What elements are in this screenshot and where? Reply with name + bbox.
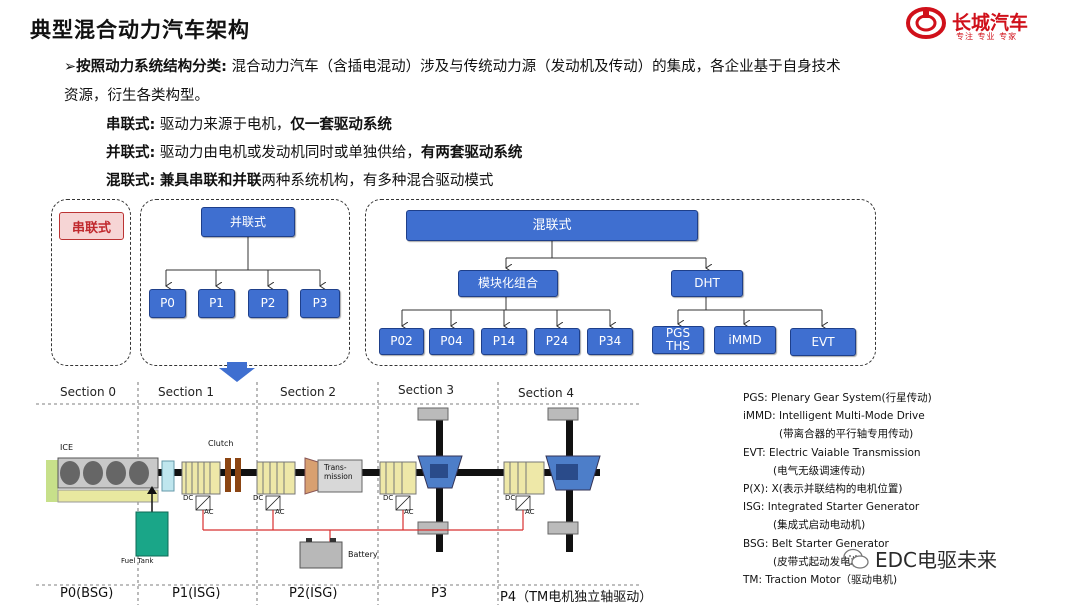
bullet-icon: ➢ <box>64 59 77 75</box>
type-name: 混联式: <box>106 173 156 189</box>
watermark: EDC电驱未来 <box>843 544 997 573</box>
type-series: 串联式: 驱动力来源于电机，仅一套驱动系统 <box>106 115 392 135</box>
p4-motor-icon <box>503 461 545 495</box>
type-strong: 兼具串联和并联 <box>159 173 262 189</box>
modular-child-p24: P24 <box>534 328 580 355</box>
modular-child-p02: P02 <box>379 328 424 355</box>
dc-label: DC <box>183 494 194 502</box>
type-name: 并联式: <box>106 145 156 161</box>
section-label: Section 1 <box>158 385 215 399</box>
transmission-label: Trans- mission <box>324 463 353 481</box>
hybrid-panel <box>365 199 876 366</box>
legend-item: (带离合器的平行轴专用传动) <box>779 428 914 441</box>
ice-label: ICE <box>60 443 73 452</box>
fuel-tank-icon <box>135 486 169 557</box>
section-label: Section 4 <box>518 386 575 400</box>
type-strong: 有两套驱动系统 <box>420 145 523 161</box>
intro-line-2: 资源，衍生各类构型。 <box>64 88 209 104</box>
position-label: P3 <box>431 586 448 601</box>
intro-line-1: ➢按照动力系统结构分类: 混合动力汽车（含插电混动）涉及与传统动力源（发动机及传… <box>64 57 841 77</box>
series-box: 串联式 <box>59 212 124 240</box>
legend-item: (集成式启动电动机) <box>773 519 866 532</box>
watermark-text: EDC电驱未来 <box>875 548 998 572</box>
p3-motor-icon <box>379 461 417 495</box>
dc-label: DC <box>253 494 264 502</box>
modular-child-p04: P04 <box>429 328 474 355</box>
front-axle-icon <box>417 407 463 552</box>
legend-item: ISG: Integrated Starter Generator <box>743 501 920 514</box>
transmission-icon <box>304 457 363 495</box>
battery-label: Battery <box>348 550 378 559</box>
type-strong: 仅一套驱动系统 <box>290 117 392 133</box>
p1-motor-icon <box>181 461 221 495</box>
modular-child-p14: P14 <box>481 328 527 355</box>
type-tail: 两种系统机构，有多种混合驱动模式 <box>261 173 494 189</box>
parallel-child-p0: P0 <box>149 289 186 318</box>
logo-slogan: 专注 专业 专家 <box>956 32 1018 41</box>
type-name: 串联式: <box>106 117 156 133</box>
wechat-icon <box>843 548 869 569</box>
legend-item: (皮带式起动发电机) <box>773 555 866 568</box>
brand-logo: 长城汽车 专注 专业 专家 <box>906 6 1052 42</box>
logo-text: 长城汽车 <box>952 12 1029 34</box>
position-label: P0(BSG) <box>60 586 114 601</box>
parallel-child-p1: P1 <box>198 289 235 318</box>
fuel-tank-label: Fuel Tank <box>121 557 154 565</box>
legend: PGS: Plenary Gear System(行星传动) iMMD: Int… <box>743 389 933 589</box>
down-arrow-icon <box>219 362 255 382</box>
ac-label: AC <box>525 508 535 516</box>
legend-item: BSG: Belt Starter Generator <box>743 537 889 550</box>
intro-text-1: 混合动力汽车（含插电混动）涉及与传统动力源（发动机及传动）的集成，各企业基于自身… <box>226 59 841 75</box>
hybrid-root-box: 混联式 <box>406 210 698 241</box>
great-wall-emblem-icon <box>906 7 946 39</box>
ac-label: AC <box>404 508 414 516</box>
p2-motor-icon <box>256 461 296 495</box>
series-panel <box>51 199 131 366</box>
parallel-root-box: 并联式 <box>201 207 295 237</box>
clutch-label: Clutch <box>208 439 234 448</box>
dht-child-immd: iMMD <box>714 326 776 354</box>
position-label: P2(ISG) <box>289 586 338 601</box>
type-parallel: 并联式: 驱动力由电机或发动机同时或单独供给，有两套驱动系统 <box>106 143 522 163</box>
ac-label: AC <box>204 508 214 516</box>
legend-item: (电气无级调速传动) <box>773 464 866 477</box>
legend-item: TM: Traction Motor（驱动电机) <box>743 574 898 587</box>
type-desc: 驱动力由电机或发动机同时或单独供给， <box>155 145 421 161</box>
rear-axle-icon <box>545 407 601 552</box>
section-label: Section 2 <box>280 385 337 399</box>
legend-item: P(X): X(表示并联结构的电机位置) <box>743 483 903 496</box>
ice-engine-icon <box>46 457 159 503</box>
parallel-child-p2: P2 <box>248 289 288 318</box>
section-label: Section 3 <box>398 383 455 397</box>
dc-label: DC <box>383 494 394 502</box>
dht-child-pgs-ths: PGS THS <box>652 326 704 354</box>
ac-label: AC <box>275 508 285 516</box>
type-hybrid: 混联式: 兼具串联和并联两种系统机构，有多种混合驱动模式 <box>106 171 493 191</box>
dc-label: DC <box>505 494 516 502</box>
legend-item: iMMD: Intelligent Multi-Mode Drive <box>743 410 925 423</box>
page-title: 典型混合动力汽车架构 <box>30 18 250 42</box>
dht-child-evt: EVT <box>790 328 856 356</box>
clutch-icon <box>225 458 241 492</box>
position-label: P1(ISG) <box>172 586 221 601</box>
section-label: Section 0 <box>60 385 117 399</box>
parallel-child-p3: P3 <box>300 289 340 318</box>
modular-child-p34: P34 <box>587 328 633 355</box>
dht-box: DHT <box>671 270 743 297</box>
battery-icon <box>299 538 343 569</box>
legend-item: EVT: Electric Vaiable Transmission <box>743 446 921 459</box>
legend-item: PGS: Plenary Gear System(行星传动) <box>743 392 932 404</box>
modular-box: 模块化组合 <box>458 270 558 297</box>
intro-label: 按照动力系统结构分类: <box>76 59 227 75</box>
position-label: P4（TM电机独立轴驱动） <box>500 590 653 605</box>
type-desc: 驱动力来源于电机， <box>155 117 291 133</box>
